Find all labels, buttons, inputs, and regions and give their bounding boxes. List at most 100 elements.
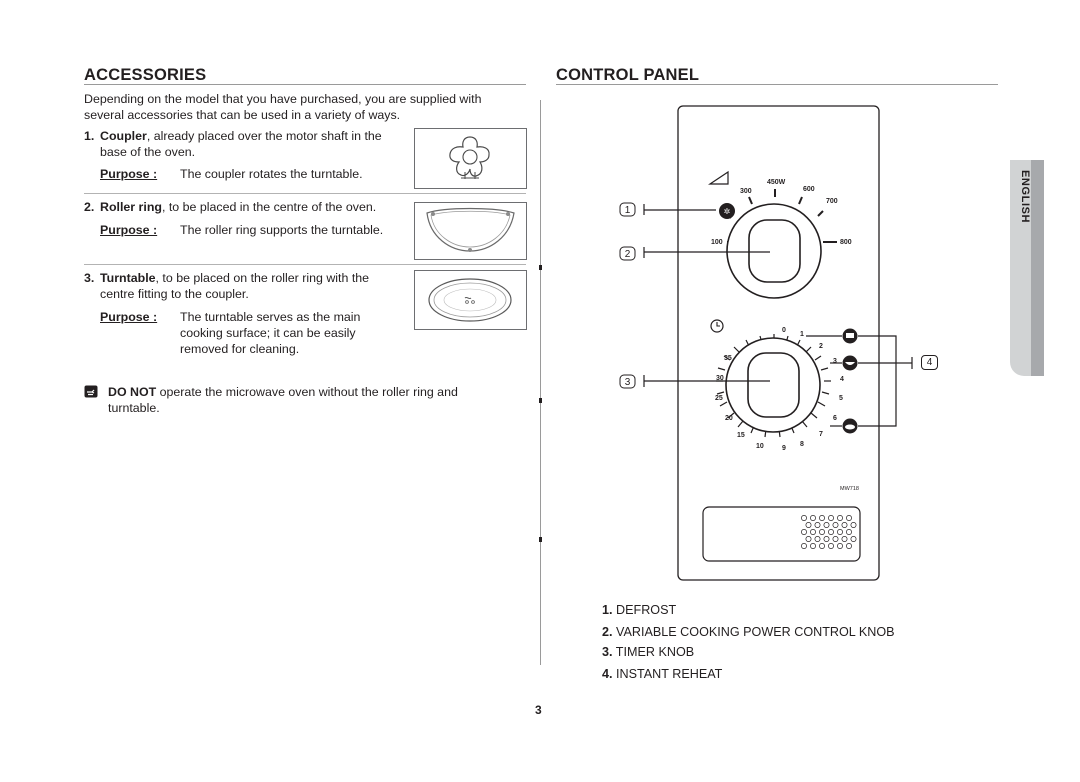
power-label-600: 600 (803, 186, 815, 193)
purpose-text-coupler: The coupler rotates the turntable. (180, 167, 363, 181)
item-name: Roller ring (100, 200, 162, 214)
reheat-plate-icon (842, 418, 858, 434)
coupler-image (414, 128, 527, 189)
power-label-450: 450W (767, 179, 786, 186)
item-name: Turntable (100, 271, 156, 285)
purpose-line: cooking surface; it can be easily (180, 326, 356, 340)
timer-label-4: 4 (840, 376, 844, 383)
power-label-800: 800 (840, 239, 852, 246)
control-panel-heading-rule (556, 84, 998, 85)
list-label: DEFROST (616, 603, 677, 617)
accessory-item-turntable: 3. Turntable, to be placed on the roller … (84, 270, 414, 302)
timer-label-1: 1 (800, 331, 804, 338)
language-tab-label: ENGLISH (1019, 170, 1031, 224)
reheat-bracket (806, 335, 913, 427)
callout-box-2 (619, 246, 636, 261)
timer-label-6: 6 (833, 415, 837, 422)
callout-box-3 (619, 374, 636, 389)
reheat-bowl-icon (842, 355, 858, 371)
timer-label-0: 0 (782, 327, 786, 334)
svg-text:✲: ✲ (724, 207, 731, 216)
purpose-label: Purpose : (100, 310, 158, 324)
item-desc: , already placed over the motor shaft in… (146, 129, 382, 143)
purpose-coupler: Purpose : (100, 166, 157, 182)
defrost-icon: ✲ (719, 203, 735, 219)
accessories-heading-rule (84, 84, 526, 85)
timer-label-15: 15 (737, 432, 745, 439)
power-label-100: 100 (711, 239, 723, 246)
purpose-line: The turntable serves as the main (180, 310, 361, 324)
power-symbol-icon (708, 170, 729, 185)
item-name: Coupler (100, 129, 147, 143)
note-text-line2: turntable. (108, 401, 160, 415)
timer-label-3: 3 (833, 358, 837, 365)
speaker-vent-dots (801, 515, 857, 549)
timer-label-5: 5 (839, 395, 843, 402)
note-bold: DO NOT (108, 385, 157, 399)
separator-tick (539, 398, 542, 403)
timer-label-8: 8 (800, 441, 804, 448)
separator-tick (539, 537, 542, 542)
accessory-item-roller-ring: 2.Roller ring, to be placed in the centr… (84, 199, 414, 215)
callout-3: 3 (625, 377, 631, 388)
purpose-line: removed for cleaning. (180, 342, 300, 356)
purpose-text-turntable: The turntable serves as the main cooking… (180, 309, 420, 357)
callout-4: 4 (921, 355, 938, 370)
turntable-image (414, 270, 527, 330)
item-number: 2. (84, 200, 95, 214)
list-label: TIMER KNOB (615, 645, 695, 659)
timer-label-20: 20 (725, 415, 733, 422)
callout-2: 2 (625, 249, 631, 260)
control-list-item: 2. VARIABLE COOKING POWER CONTROL KNOB (602, 625, 895, 639)
list-number: 1. (602, 603, 613, 617)
control-list-item: 1. DEFROST (602, 603, 676, 617)
purpose-label: Purpose : (100, 167, 158, 181)
purpose-roller-ring: Purpose : (100, 222, 157, 238)
control-list-item: 3. TIMER KNOB (602, 645, 694, 659)
timer-label-30: 30 (716, 375, 724, 382)
control-list-item: 4. INSTANT REHEAT (602, 667, 722, 681)
language-tab-edge (1031, 160, 1044, 376)
purpose-label: Purpose : (100, 223, 158, 237)
roller-ring-image (414, 202, 527, 260)
item-desc: , to be placed on the roller ring with t… (155, 271, 370, 285)
timer-labels: 0 1 2 3 4 5 6 7 8 9 10 15 20 25 30 35 (715, 327, 844, 452)
section-divider (84, 264, 526, 265)
reheat-cup-icon (842, 328, 858, 344)
timer-clock-icon (710, 319, 724, 333)
purpose-text-roller-ring: The roller ring supports the turntable. (180, 223, 384, 237)
turntable-illustration (428, 278, 512, 322)
timer-label-35: 35 (724, 355, 732, 362)
accessory-item-coupler: 1.Coupler, already placed over the motor… (84, 128, 414, 160)
callout-1: 1 (625, 205, 631, 216)
section-divider (84, 193, 526, 194)
purpose-turntable: Purpose : (100, 309, 157, 325)
timer-label-9: 9 (782, 445, 786, 452)
power-labels: 450W 300 600 700 100 800 (711, 179, 852, 246)
item-number: 3. (84, 271, 95, 285)
timer-label-25: 25 (715, 395, 723, 402)
door-release-area (702, 506, 861, 562)
power-label-300: 300 (740, 188, 752, 195)
separator-tick (539, 265, 542, 270)
callout-box-1 (619, 202, 636, 217)
warning-note: DO NOT operate the microwave oven withou… (108, 384, 528, 416)
list-label: VARIABLE COOKING POWER CONTROL KNOB (616, 625, 895, 639)
power-label-700: 700 (826, 198, 838, 205)
column-separator (540, 100, 541, 665)
list-label: INSTANT REHEAT (616, 667, 723, 681)
note-text: operate the microwave oven without the r… (156, 385, 458, 399)
note-hand-icon (84, 385, 98, 398)
accessories-intro: Depending on the model that you have pur… (84, 92, 482, 122)
coupler-illustration (449, 136, 490, 179)
item-desc-line2: centre fitting to the coupler. (100, 287, 249, 301)
page-number: 3 (535, 703, 542, 717)
control-panel-diagram: 450W 300 600 700 100 800 ✲ 1 2 (619, 105, 913, 581)
model-code: MW718 (840, 486, 859, 492)
timer-label-2: 2 (819, 343, 823, 350)
list-number: 2. (602, 625, 613, 639)
timer-knob-grip (747, 352, 800, 418)
item-desc-line2: base of the oven. (100, 145, 196, 159)
control-panel-heading: CONTROL PANEL (556, 66, 700, 84)
timer-label-7: 7 (819, 431, 823, 438)
